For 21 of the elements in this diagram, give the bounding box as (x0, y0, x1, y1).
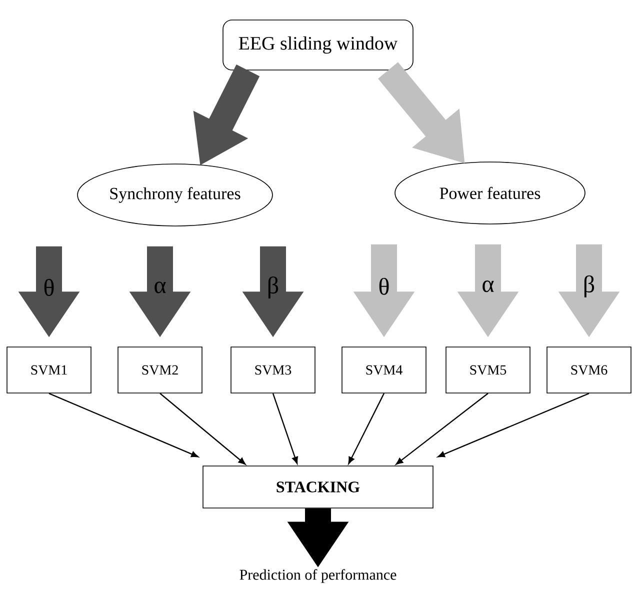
classifier-box: SVM6 (546, 346, 632, 394)
edge-label: θ (379, 278, 389, 295)
classifier-box: SVM3 (230, 346, 316, 394)
stacking-box: STACKING (202, 466, 434, 508)
classifier-box: SVM2 (118, 346, 202, 394)
classifier-box: SVM1 (6, 346, 92, 394)
arrow (348, 393, 385, 464)
arrow (48, 392, 198, 458)
caption-text: Prediction of performance (240, 569, 396, 583)
edge-label: θ (44, 278, 54, 296)
rounded-box: EEG sliding window (222, 20, 414, 70)
edge-label: α (154, 282, 166, 294)
arrow (272, 393, 298, 464)
edge-label: α (482, 280, 494, 292)
edge-label: β (584, 275, 594, 298)
arrow (438, 392, 590, 458)
arrow (160, 392, 246, 465)
classifier-box: SVM5 (446, 346, 530, 394)
arrow (396, 392, 488, 465)
edge-label: β (268, 276, 278, 298)
classifier-box: SVM4 (342, 346, 426, 394)
